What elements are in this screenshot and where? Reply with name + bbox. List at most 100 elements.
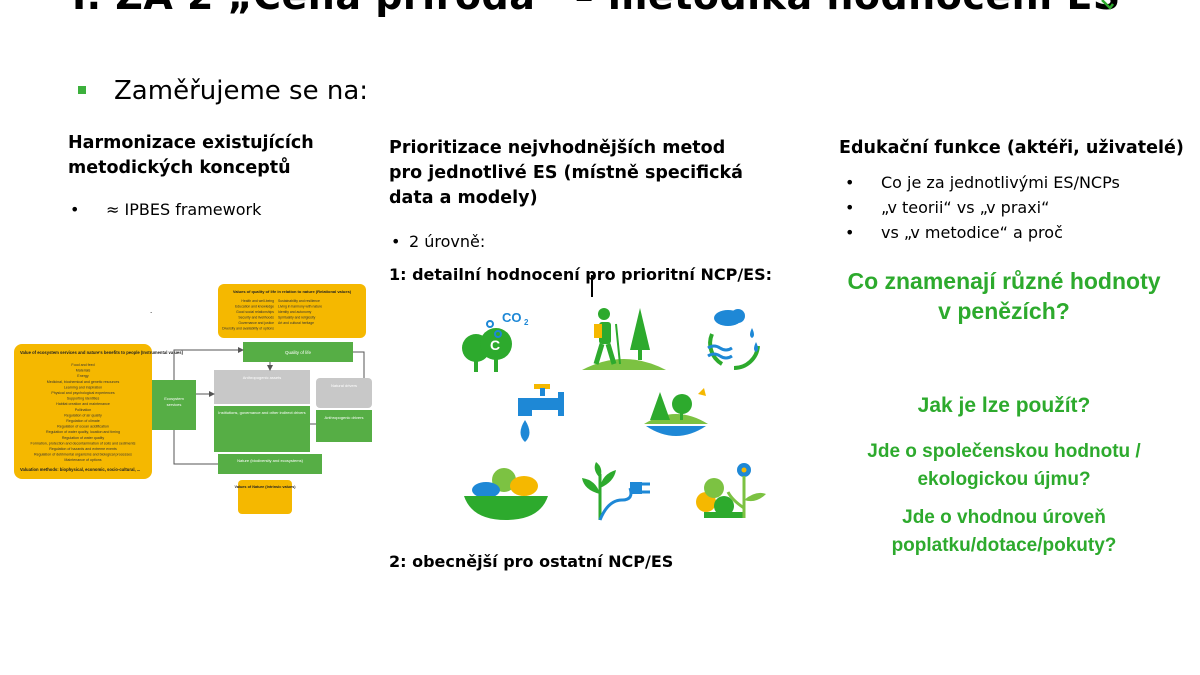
col2-heading-line2: pro jednotlivé ES (místně specifická: [389, 163, 743, 183]
food-basket-icon: [464, 468, 548, 520]
natural-drivers-label: Natural drivers: [331, 383, 357, 388]
framework-list-item: Food and feed: [71, 363, 94, 367]
col3-heading: Edukační funkce (aktéři, uživatelé): [839, 138, 1184, 158]
bullet-dot: •: [845, 223, 855, 242]
wood-flower-icon: [696, 463, 766, 518]
relational-values-title: Values of quality of life in relation to…: [233, 289, 352, 294]
institutions-label: Institutions, governance and other indir…: [218, 410, 305, 415]
page-title: I. ZÁ 2 „Cená příroda“ – metodika hodnoc…: [72, 0, 1121, 18]
corner-logo-icon: [1101, 0, 1114, 10]
framework-list-item: Regulation of hazards and extreme events: [49, 447, 117, 451]
col2-bullet: • 2 úrovně:: [391, 232, 485, 251]
ecosystem-services-box: [152, 380, 196, 430]
dot-mark: .: [150, 306, 153, 315]
institutions-box: [214, 406, 310, 452]
bullet-dot: •: [845, 198, 855, 217]
hiker-icon: [582, 308, 666, 370]
quality-of-life-label: Quality of life: [285, 350, 312, 355]
framework-list-item: Regulation of air quality: [64, 413, 102, 417]
anthropogenic-drivers-label: Anthropogenic drivers: [325, 415, 364, 420]
framework-list-item: Regulation of water quality, location an…: [46, 430, 120, 434]
main-bullet-icon: [78, 86, 86, 94]
ecosystem-services-label: Ecosystem: [164, 396, 184, 401]
framework-list-item: Art and cultural heritage: [278, 321, 314, 325]
anthropogenic-assets-label: Anthropogenic assets: [243, 375, 281, 380]
col1-heading-line2: metodických konceptů: [68, 158, 291, 178]
col3-bullet-list: •Co je za jednotlivými ES/NCPs •„v teori…: [845, 170, 1120, 245]
natural-drivers-box: [316, 378, 372, 408]
bullet-dot: •: [391, 232, 401, 251]
framework-list-item: Materials: [76, 369, 91, 373]
framework-list-item: Habitat creation and maintenance: [56, 402, 110, 406]
framework-list-item: Energy: [77, 374, 89, 378]
framework-list-item: Governance and justice: [238, 321, 274, 325]
framework-list-item: Pollination: [75, 408, 92, 412]
intro-text: Zaměřujeme se na:: [114, 76, 369, 106]
anthropogenic-assets-box: [214, 370, 310, 404]
ipbes-framework-diagram: Value of ecosystem services and nature's…: [14, 284, 372, 514]
col2-heading-line3: data a modely): [389, 188, 538, 208]
co2-tree-icon: C CO 2: [462, 310, 529, 372]
framework-list-item: Regulation of ocean acidification: [57, 425, 109, 429]
question-money: Co znamenají různé hodnoty v penězích?: [847, 268, 1161, 324]
svg-text:CO: CO: [502, 310, 522, 325]
bullet-dot: •: [845, 173, 855, 192]
plant-plug-icon: [582, 462, 650, 521]
framework-list-item: Medicinal, biochemical and genetic resou…: [47, 380, 120, 384]
col2-heading: Prioritizace nejvhodnějších metod pro je…: [389, 136, 743, 211]
nature-label: Nature (biodiversity and ecosystems): [237, 458, 303, 463]
intrinsic-values-box: [238, 480, 292, 514]
nature-box: [218, 454, 322, 474]
framework-list-item: Physical and psychological experiences: [51, 391, 115, 395]
col3-bullet-item: •vs „v metodice“ a proč: [845, 220, 1120, 245]
anthropogenic-drivers-box: [316, 410, 372, 442]
framework-list-item: Regulation of water quality: [62, 436, 105, 440]
framework-list-item: Supporting identities: [67, 397, 100, 401]
level2-text: 2: obecnější pro ostatní NCP/ES: [389, 552, 674, 571]
col1-heading-line1: Harmonizace existujících: [68, 133, 314, 153]
question-use: Jak je lze použít?: [917, 394, 1091, 417]
instrumental-values-title: Value of ecosystem services and nature's…: [20, 350, 184, 355]
framework-list-item: Education and knowledge: [235, 305, 274, 309]
valuation-methods-text: Valuation methods: biophysical, economic…: [20, 467, 140, 472]
island-tree-icon: [644, 388, 708, 436]
col3-bullet-item: •Co je za jednotlivými ES/NCPs: [845, 170, 1120, 195]
bullet-dot: •: [70, 200, 80, 219]
framework-list-item: Formation, protection and decontaminatio…: [31, 441, 136, 445]
question-social-value: Jde o společenskou hodnotu / ekologickou…: [867, 441, 1141, 490]
instrumental-values-box: [14, 344, 152, 479]
connector-line: [173, 430, 218, 465]
framework-list-item: Spirituality and religiosity: [278, 316, 316, 320]
water-cycle-icon: [707, 309, 760, 371]
framework-list-item: Regulation of detrimental organisms and …: [34, 453, 132, 457]
framework-list-item: Identity and autonomy: [278, 310, 312, 314]
col1-bullet: • ≈ IPBES framework: [70, 200, 261, 219]
framework-list-item: Health and well-being: [241, 299, 274, 303]
framework-list-item: Regulation of climate: [66, 419, 100, 423]
col2-bullet-text: 2 úrovně:: [409, 232, 486, 251]
svg-text:C: C: [490, 337, 500, 353]
col1-heading: Harmonizace existujících metodických kon…: [68, 131, 314, 181]
framework-list-item: Maintenance of options: [64, 458, 101, 462]
framework-list-item: Learning and inspiration: [64, 385, 102, 389]
framework-list-item: Living in harmony with nature: [278, 305, 322, 309]
level1-text: 1: detailní hodnocení pro prioritní NCP/…: [389, 265, 773, 284]
svg-text:2: 2: [524, 318, 529, 327]
col1-bullet-text: ≈ IPBES framework: [106, 200, 262, 219]
framework-list-item: Security and livelihoods: [238, 316, 274, 320]
intrinsic-values-title: Values of Nature (Intrinsic values): [235, 485, 297, 489]
question-fee-level: Jde o vhodnou úroveň poplatku/dotace/pok…: [891, 507, 1117, 556]
framework-list-item: Diversity and availability of options: [222, 327, 274, 331]
relational-values-box: [218, 284, 366, 338]
framework-list-item: Sustainability and resilience: [278, 299, 320, 303]
framework-list-item: Good social relationships: [236, 310, 274, 314]
connector-line: [173, 347, 244, 380]
quality-of-life-box: [243, 342, 353, 362]
tap-icon: [518, 384, 564, 442]
col2-heading-line1: Prioritizace nejvhodnějších metod: [389, 138, 726, 158]
col3-bullet-item: •„v teorii“ vs „v praxi“: [845, 195, 1120, 220]
connector-line: [353, 351, 365, 378]
